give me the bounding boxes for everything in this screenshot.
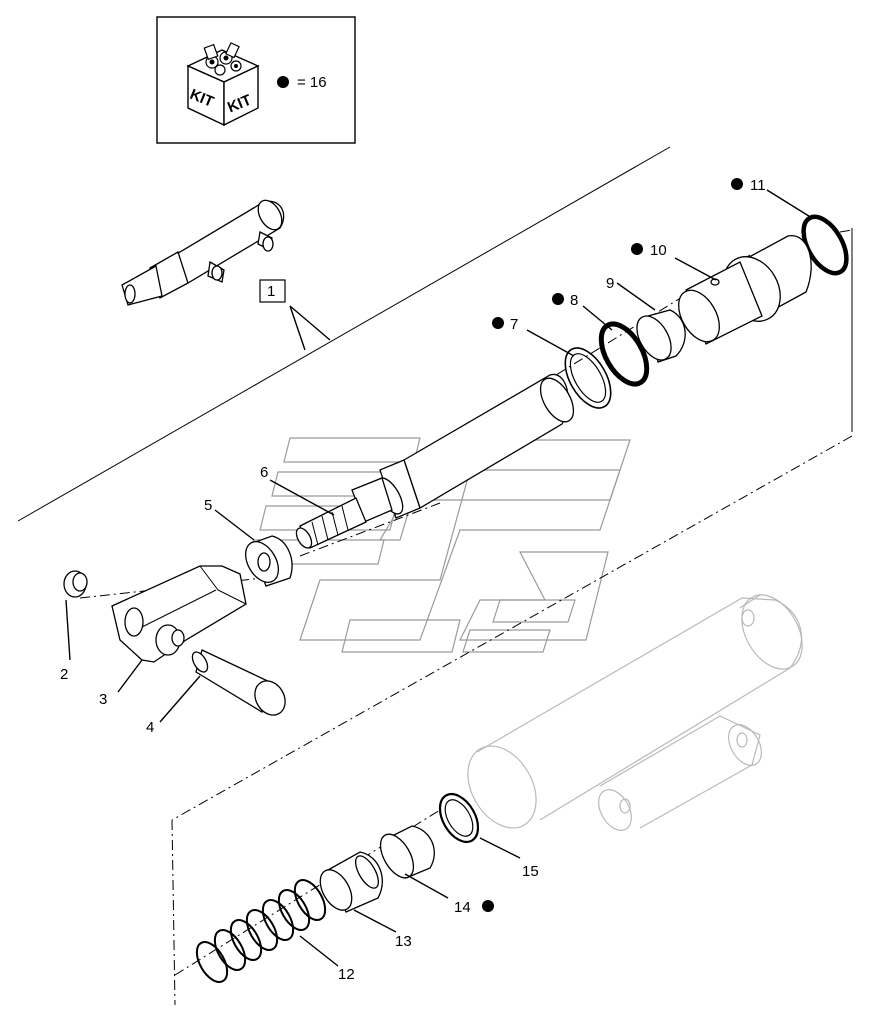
- part-5-nut: [244, 535, 293, 587]
- callout-2: 2: [60, 666, 68, 683]
- part-13-spacer: [319, 851, 383, 913]
- part-1-complete-cylinder: [121, 199, 285, 306]
- callout-15: 15: [522, 863, 539, 880]
- callout-3: 3: [99, 691, 107, 708]
- callout-9: 9: [606, 275, 614, 292]
- part-14-bushing: [379, 825, 435, 879]
- callout-14: 14: [454, 899, 471, 916]
- callout-1: 1: [259, 279, 331, 351]
- part-9-ring: [636, 309, 686, 363]
- callout-13: 13: [395, 933, 412, 950]
- part-10-piston: [678, 235, 812, 345]
- part-6-piston-rod: [295, 373, 575, 549]
- part-7-washer: [564, 347, 612, 409]
- callout-10: 10: [650, 242, 667, 259]
- callout-4: 4: [146, 719, 154, 736]
- svg-text:1: 1: [267, 283, 275, 300]
- part-12-spring: [195, 879, 327, 983]
- callout-11: 11: [750, 177, 766, 194]
- kit-bullet-icon: [277, 76, 289, 88]
- kit-bullet-14: [482, 900, 494, 912]
- callout-6: 6: [260, 464, 268, 481]
- kit-legend-box: KIT KIT = 16: [156, 16, 356, 144]
- kit-bullet-7: [492, 317, 504, 329]
- part-4-pin: [191, 649, 286, 716]
- callout-12: 12: [338, 966, 355, 983]
- callout-7: 7: [510, 316, 518, 333]
- callout-5: 5: [204, 497, 212, 514]
- kit-bullets: [482, 178, 743, 912]
- kit-bullet-11: [731, 178, 743, 190]
- callout-labels: 2 3 4 5 6 7 8 9 10 11 12 13 14 15: [60, 177, 766, 983]
- part-3-clevis: [111, 565, 247, 663]
- kit-bullet-8: [552, 293, 564, 305]
- callout-leaders: [65, 189, 813, 967]
- kit-box-icon: KIT KIT: [186, 42, 260, 127]
- part-2-cap: [63, 570, 88, 598]
- kit-bullet-10: [631, 243, 643, 255]
- cylinder-body-ghost: [467, 594, 803, 831]
- kit-legend-text: = 16: [297, 74, 327, 91]
- part-15-washer: [438, 793, 480, 843]
- callout-8: 8: [570, 292, 578, 309]
